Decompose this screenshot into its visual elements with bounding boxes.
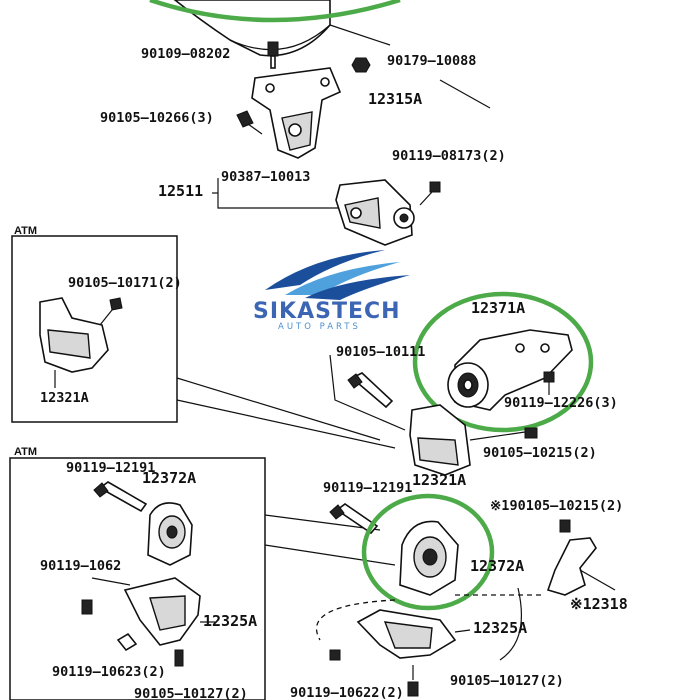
label-90119-10622: 90119–10622(2)	[290, 685, 404, 700]
label-90119-10623: 90119–10623(2)	[52, 664, 166, 680]
atm-box-lower-title: ATM	[14, 446, 37, 458]
label-90119-12191: 90119–12191	[323, 480, 412, 496]
label-12372A: 12372A	[470, 557, 524, 575]
bolt-icon	[267, 41, 279, 57]
label-90119-08173: 90119–08173(2)	[392, 148, 506, 164]
label-90387-10013: 90387–10013	[221, 169, 310, 185]
label-90105-10127-atm: 90105–10127(2)	[134, 686, 248, 700]
brand-tagline: AUTO PARTS	[278, 322, 361, 332]
label-90179-10088: 90179–10088	[387, 53, 476, 69]
bolt-icon	[329, 649, 341, 661]
label-90105-10111: 90105–10111	[336, 344, 425, 360]
label-90105-10266: 90105–10266(3)	[100, 110, 214, 126]
part-labels: 90109–08202 90179–10088 12315A 90105–102…	[14, 46, 628, 700]
highlight-circle-12371A	[412, 291, 594, 433]
bolt-icon	[429, 181, 441, 193]
bolt-icon	[407, 681, 419, 697]
label-12318: ※12318	[570, 595, 628, 613]
label-12325A-atm: 12325A	[203, 612, 257, 630]
bolt-icon	[236, 110, 254, 128]
highlight-arc-top	[149, 0, 401, 23]
upper-mount-area	[173, 0, 491, 159]
bolt-icon	[543, 371, 555, 383]
bolt-icon	[524, 427, 538, 439]
label-90105-10171: 90105–10171(2)	[68, 275, 182, 291]
logo-swoosh	[265, 250, 385, 290]
label-90119-12226: 90119–12226(3)	[504, 395, 618, 411]
mount-12372A	[149, 0, 495, 611]
long-bolt-icon	[98, 481, 148, 513]
bolt-icon	[109, 297, 123, 311]
label-90119-12191-atm: 90119–12191	[66, 460, 155, 476]
label-12321A: 12321A	[412, 471, 466, 489]
mount-12321A	[329, 354, 538, 476]
label-12321A-atm: 12321A	[40, 390, 89, 406]
bolt-icon	[81, 599, 93, 615]
long-bolt-icon	[335, 503, 379, 535]
bolt-icon	[559, 519, 571, 533]
brand-name: SIKASTECH	[253, 299, 401, 324]
label-12325A: 12325A	[473, 619, 527, 637]
label-12511: 12511	[158, 182, 203, 200]
label-90119-1062: 90119–1062	[40, 558, 121, 574]
nut-icon	[351, 57, 371, 73]
bolt-icon	[174, 649, 184, 667]
atm-box-upper-title: ATM	[14, 225, 37, 237]
atm-box-upper	[11, 235, 396, 449]
label-90105-10127: 90105–10127(2)	[450, 673, 564, 689]
label-90109-08202: 90109–08202	[141, 46, 230, 62]
label-190105-10215: ※190105–10215(2)	[490, 498, 623, 514]
bracket-12318	[455, 519, 616, 596]
brand-logo	[265, 250, 410, 300]
mount-12371A	[412, 291, 594, 433]
atm-box-lower	[9, 457, 266, 700]
label-12372A-atm: 12372A	[142, 469, 196, 487]
bracket-12325A	[315, 587, 523, 697]
label-12315A: 12315A	[368, 90, 422, 108]
highlight-circle-12372A	[361, 493, 495, 611]
mount-12511	[212, 178, 441, 246]
bolt-icon	[116, 632, 138, 652]
label-90105-10215: 90105–10215(2)	[483, 445, 597, 461]
label-12371A: 12371A	[471, 299, 525, 317]
